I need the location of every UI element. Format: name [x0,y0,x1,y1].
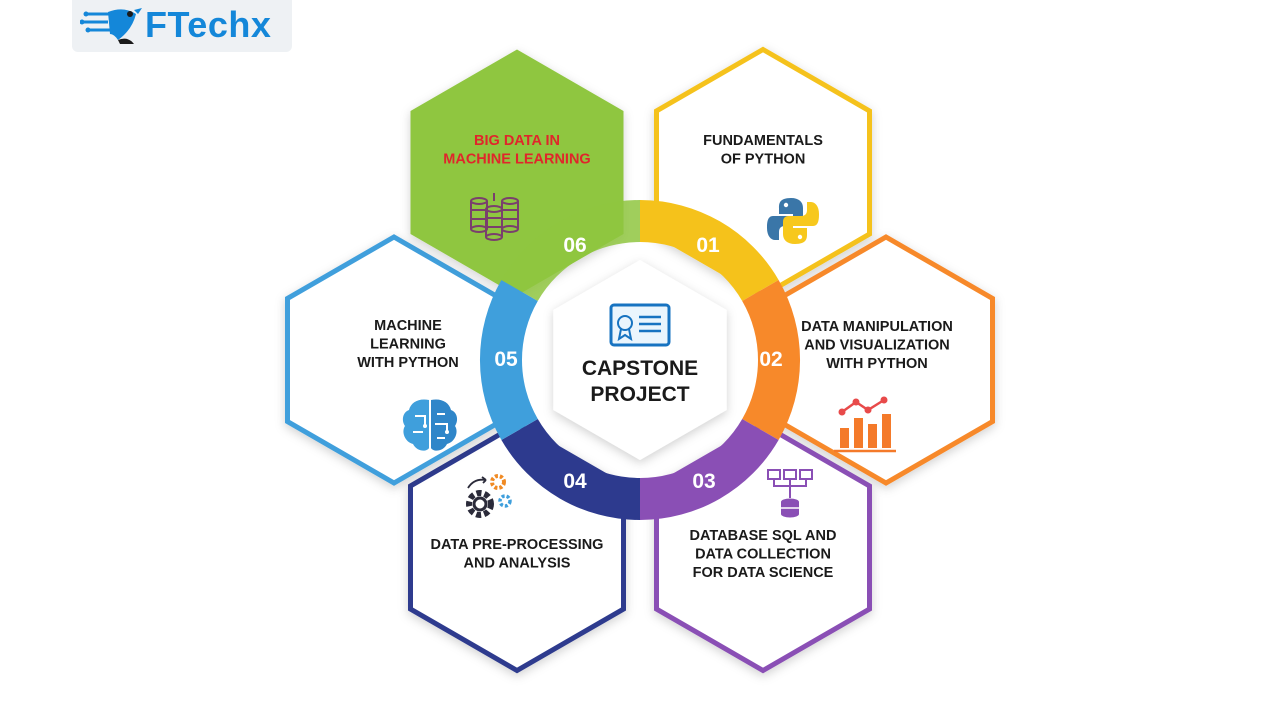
module-number-03: 03 [692,470,715,493]
gears-icon [466,474,512,518]
module-06-label-line-2: MACHINE LEARNING [443,152,590,168]
module-number-02: 02 [759,348,782,371]
ring-segment-05 [479,280,538,440]
module-02-label-line-2: AND VISUALIZATION [804,338,950,354]
database-icon [767,469,813,518]
module-02-label-line-1: DATA MANIPULATION [801,319,953,335]
module-04-label-line-2: AND ANALYSIS [464,556,571,572]
logo-bird-icon [80,8,142,44]
bar-chart-icon [834,396,896,453]
brand-name: FTechx [145,4,272,45]
ring-segment-02 [742,280,801,440]
module-03-label-line-2: DATA COLLECTION [695,547,831,563]
brain-icon [402,399,458,451]
center-title-line1: CAPSTONE [582,357,698,380]
module-number-01: 01 [696,234,720,257]
server-stack-icon [470,193,519,241]
module-01-label-line-1: FUNDAMENTALS [703,133,823,149]
module-06-label-line-1: BIG DATA IN [474,133,560,149]
ring-segment-01 [640,200,779,301]
ring-segment-06 [501,199,640,301]
module-03-label-line-1: DATABASE SQL AND [690,528,837,544]
module-number-04: 04 [563,470,587,493]
module-02-label-line-3: WITH PYTHON [826,356,928,372]
module-01-label-line-2: OF PYTHON [721,152,806,168]
python-icon [767,198,819,244]
module-03-label-line-3: FOR DATA SCIENCE [693,565,834,581]
module-05-label-line-3: WITH PYTHON [357,355,459,371]
center-hexagon [553,260,727,460]
module-number-06: 06 [563,234,586,257]
ring-segment-04 [501,419,640,520]
module-04-label-line-1: DATA PRE-PROCESSING [431,537,604,553]
ring-segment-03 [640,419,779,520]
module-05-label-line-1: MACHINE [374,318,442,334]
certificate-icon [609,303,671,347]
center-title-line2: PROJECT [590,383,689,406]
module-number-05: 05 [494,348,518,371]
module-05-label-line-2: LEARNING [370,337,446,353]
brand-logo: FTechx [72,0,292,52]
